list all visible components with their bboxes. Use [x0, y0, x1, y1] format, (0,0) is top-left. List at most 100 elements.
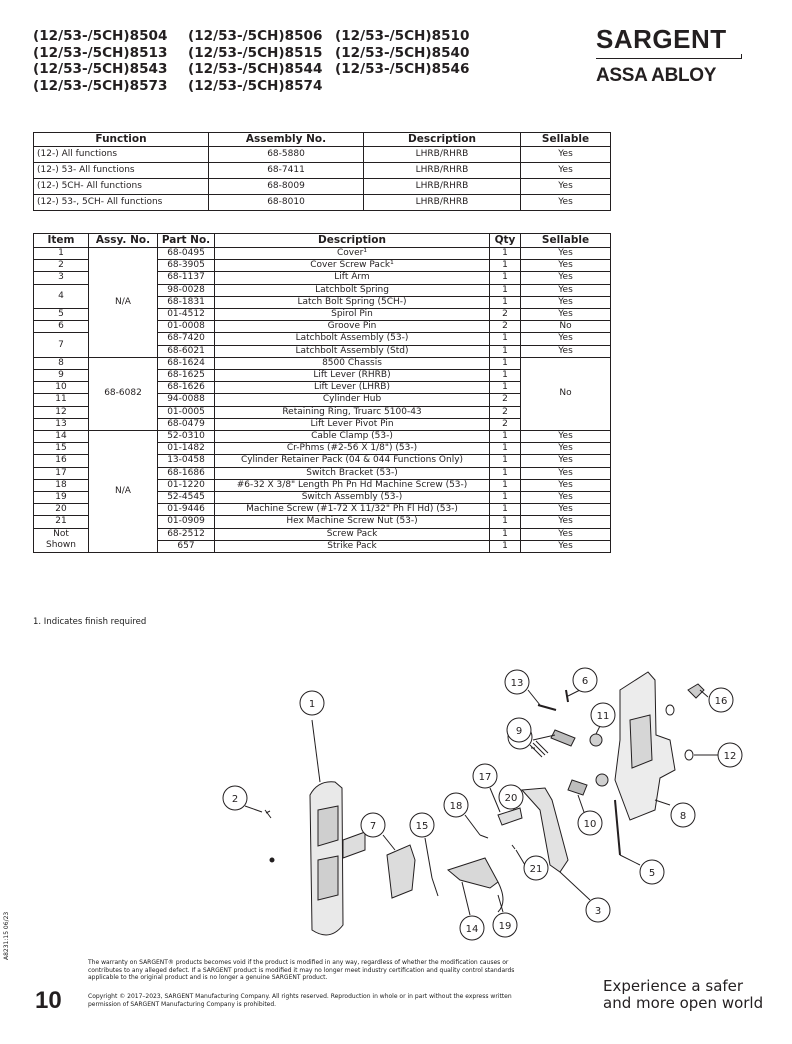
- item-cell: 14: [33, 430, 89, 444]
- description-cell: Lift Lever Pivot Pin: [214, 417, 490, 432]
- item-cell: 6: [33, 320, 89, 334]
- callout: 5: [619, 854, 665, 885]
- switch-bracket: [497, 807, 523, 826]
- table-row: 17 68-1686 Switch Bracket (53-) 1 Yes: [33, 466, 611, 480]
- model-number: (12/53-/5CH)8513: [33, 44, 168, 61]
- description-cell: Switch Assembly (53-): [214, 491, 490, 505]
- qty-cell: 1: [489, 295, 521, 310]
- function-table: Function Assembly No. Description Sellab…: [33, 132, 611, 211]
- table-row: 21 01-0909 Hex Machine Screw Nut (53-) 1…: [33, 515, 611, 529]
- callout: 7: [360, 812, 396, 851]
- item-cell: 20: [33, 503, 89, 517]
- qty-cell: 1: [489, 430, 521, 444]
- column-header: Description: [214, 233, 490, 248]
- description-cell: Latchbolt Spring: [214, 283, 490, 297]
- sellable-cell: Yes: [520, 344, 611, 358]
- table-row: 16 13-0458 Cylinder Retainer Pack (04 & …: [33, 454, 611, 468]
- svg-text:16: 16: [715, 696, 728, 707]
- table-row: (12-) 53-, 5CH- All functions 68-8010 LH…: [33, 194, 611, 211]
- qty-cell: 1: [489, 369, 521, 383]
- table-row: 11 94-0088 Cylinder Hub 2: [33, 393, 611, 407]
- callout: 12: [694, 742, 743, 768]
- description-cell: Latch Bolt Spring (5CH-): [214, 295, 490, 310]
- sellable-cell: Yes: [520, 491, 611, 505]
- qty-cell: 2: [489, 405, 521, 419]
- sellable-cell: Yes: [520, 503, 611, 517]
- table-row: 9 68-1625 Lift Lever (RHRB) 1: [33, 369, 611, 383]
- screw-part: [431, 877, 439, 897]
- model-number: (12/53-/5CH)8544: [188, 61, 323, 77]
- part-cell: 68-3905: [157, 259, 215, 273]
- svg-text:10: 10: [584, 819, 597, 830]
- column-header: Function: [33, 132, 209, 147]
- tagline-line: and more open world: [603, 994, 764, 1012]
- pivot-pin: [614, 799, 621, 856]
- item-cell: 3: [33, 271, 89, 285]
- description-cell: Lift Lever (LHRB): [214, 381, 490, 395]
- table-row: (12-) 53- All functions 68-7411 LHRB/RHR…: [33, 162, 611, 179]
- qty-cell: 2: [489, 417, 521, 432]
- model-list: (12/53-/5CH)8504 (12/53-/5CH)8506 (12/53…: [33, 28, 475, 94]
- column-header: Item: [33, 233, 89, 248]
- callout: 17: [472, 763, 501, 813]
- sellable-cell: Yes: [520, 515, 611, 529]
- svg-text:17: 17: [479, 772, 492, 783]
- model-number: (12/53-/5CH)8546: [335, 61, 470, 77]
- qty-cell: 1: [489, 259, 521, 273]
- item-cell: 2: [33, 259, 89, 273]
- cylinder-hub: [595, 773, 609, 787]
- svg-text:9: 9: [516, 726, 522, 737]
- warranty-notice: The warranty on SARGENT® products become…: [88, 959, 515, 982]
- sellable-cell: Yes: [520, 466, 611, 480]
- svg-text:3: 3: [595, 906, 601, 917]
- qty-cell: 1: [489, 332, 521, 346]
- model-number: (12/53-/5CH)8573: [33, 77, 168, 94]
- sellable-cell: Yes: [520, 454, 611, 468]
- table-row: 13 68-0479 Lift Lever Pivot Pin 2: [33, 417, 611, 432]
- qty-cell: 1: [489, 442, 521, 456]
- sellable-cell: Yes: [520, 527, 611, 541]
- qty-cell: 1: [489, 271, 521, 285]
- sellable-cell: Yes: [520, 308, 611, 322]
- column-header: Sellable: [520, 132, 611, 147]
- svg-text:5: 5: [649, 868, 655, 879]
- item-cell: 13: [33, 417, 89, 432]
- item-cell: 16: [33, 454, 89, 468]
- item-cell: 21: [33, 515, 89, 529]
- callout: 8: [654, 799, 696, 828]
- table-row: 2 68-3905 Cover Screw Pack¹ 1 Yes: [33, 259, 611, 273]
- part-cell: 68-0495: [157, 246, 215, 261]
- sellable-cell: Yes: [520, 478, 611, 493]
- sellable-cell: Yes: [520, 246, 611, 261]
- footnote: 1. Indicates finish required: [33, 617, 147, 627]
- description-cell: Lift Arm: [214, 271, 490, 285]
- callout: 11: [590, 702, 616, 735]
- groove-pin: [565, 689, 569, 703]
- logo-rule: [596, 54, 742, 59]
- part-cell: 68-1686: [157, 466, 215, 480]
- qty-cell: 1: [489, 527, 521, 541]
- description-cell: Retaining Ring, Truarc 5100-43: [214, 405, 490, 419]
- description-cell: LHRB/RHRB: [363, 194, 521, 211]
- brand-logo: SARGENT ASSA ABLOY: [596, 24, 746, 87]
- part-cell: 01-1482: [157, 442, 215, 456]
- item-cell: 9: [33, 369, 89, 383]
- svg-text:13: 13: [511, 678, 524, 689]
- part-cell: 68-1137: [157, 271, 215, 285]
- callout: 13: [504, 669, 541, 706]
- table-row: 7 68-7420 Latchbolt Assembly (53-) 1 Yes: [33, 332, 611, 358]
- latchbolt-assembly: [550, 729, 576, 747]
- table-row: (12-) All functions 68-5880 LHRB/RHRB Ye…: [33, 146, 611, 163]
- column-header: Part No.: [157, 233, 215, 248]
- qty-cell: 1: [489, 466, 521, 480]
- qty-cell: 1: [489, 491, 521, 505]
- item-cell: 4: [33, 283, 89, 310]
- description-cell: Lift Lever (RHRB): [214, 369, 490, 383]
- cable-clamp: [687, 683, 705, 699]
- table-row: 68-1831 Latch Bolt Spring (5CH-) 1 Yes: [34, 295, 611, 310]
- part-cell: 01-9446: [157, 503, 215, 517]
- item-cell: 12: [33, 405, 89, 419]
- model-number: (12/53-/5CH)8540: [335, 44, 470, 61]
- description-cell: #6-32 X 3/8" Length Ph Pn Hd Machine Scr…: [214, 478, 490, 493]
- sellable-cell: Yes: [520, 194, 611, 211]
